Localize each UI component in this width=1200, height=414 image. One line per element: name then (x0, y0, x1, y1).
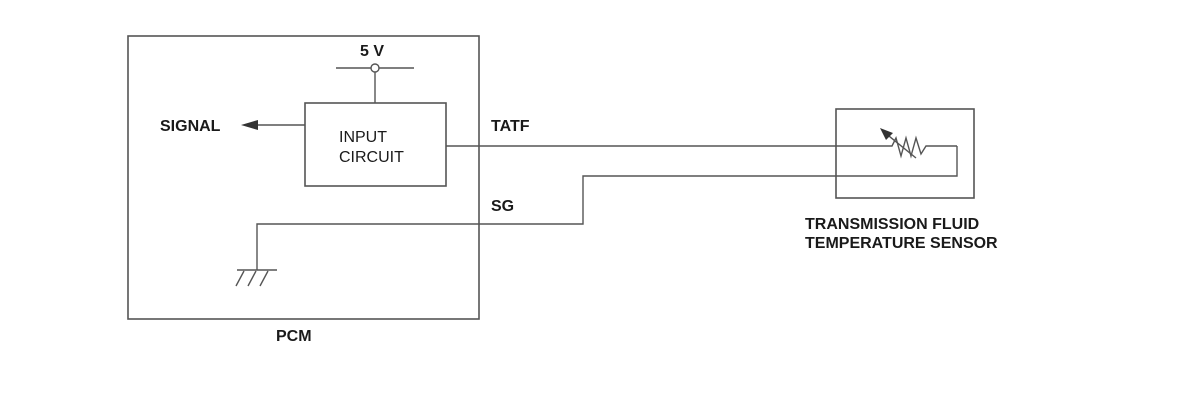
arrow-left-icon (241, 120, 258, 130)
input-circuit-box (304, 102, 447, 187)
voltage-label: 5 V (360, 43, 384, 60)
thermistor-icon (880, 128, 957, 159)
signal-label: SIGNAL (160, 118, 221, 135)
sensor-box (835, 108, 975, 199)
tatf-label: TATF (491, 118, 530, 135)
sensor-label-line2: TEMPERATURE SENSOR (805, 235, 998, 252)
pcm-box (127, 35, 480, 320)
ground-icon (235, 269, 277, 287)
terminal-circle-icon (370, 63, 380, 73)
input-circuit-label-line2: CIRCUIT (339, 149, 404, 166)
sg-wire (256, 146, 958, 270)
sensor-label-line1: TRANSMISSION FLUID (805, 216, 979, 233)
input-circuit-label-line1: INPUT (339, 129, 387, 146)
pcm-label: PCM (276, 328, 312, 345)
sg-label: SG (491, 198, 514, 215)
